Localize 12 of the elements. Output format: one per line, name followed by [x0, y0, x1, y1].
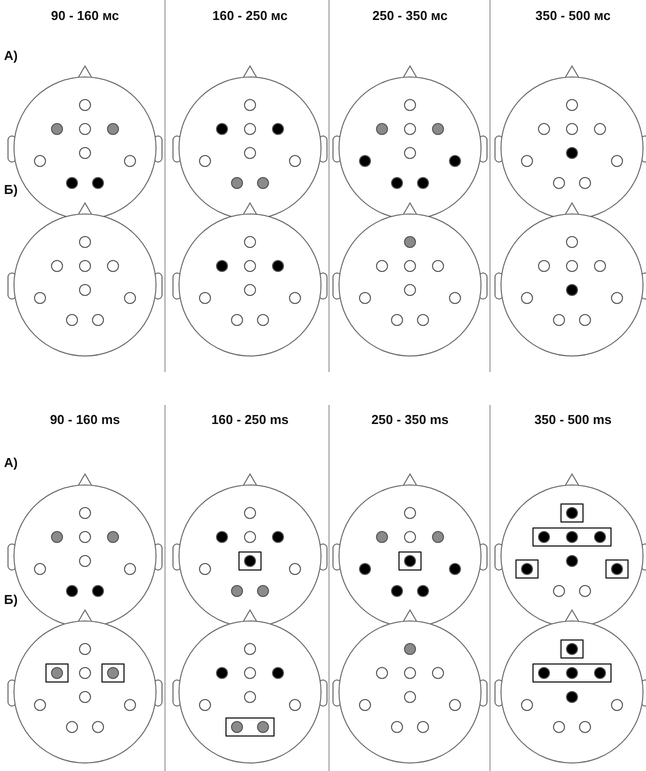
- row-label: Б): [4, 182, 18, 197]
- column-header: 250 - 350 ms: [370, 412, 450, 427]
- column-header: 350 - 500 ms: [533, 412, 613, 427]
- column-header: 160 - 250 ms: [210, 412, 290, 427]
- column-header: 350 - 500 мс: [534, 8, 612, 23]
- row-label: А): [4, 455, 18, 470]
- column-header: 90 - 160 ms: [48, 412, 122, 427]
- column-header: 250 - 350 мс: [371, 8, 449, 23]
- row-label: Б): [4, 592, 18, 607]
- column-header: 90 - 160 мс: [50, 8, 120, 23]
- row-label: А): [4, 48, 18, 63]
- column-header: 160 - 250 мс: [211, 8, 289, 23]
